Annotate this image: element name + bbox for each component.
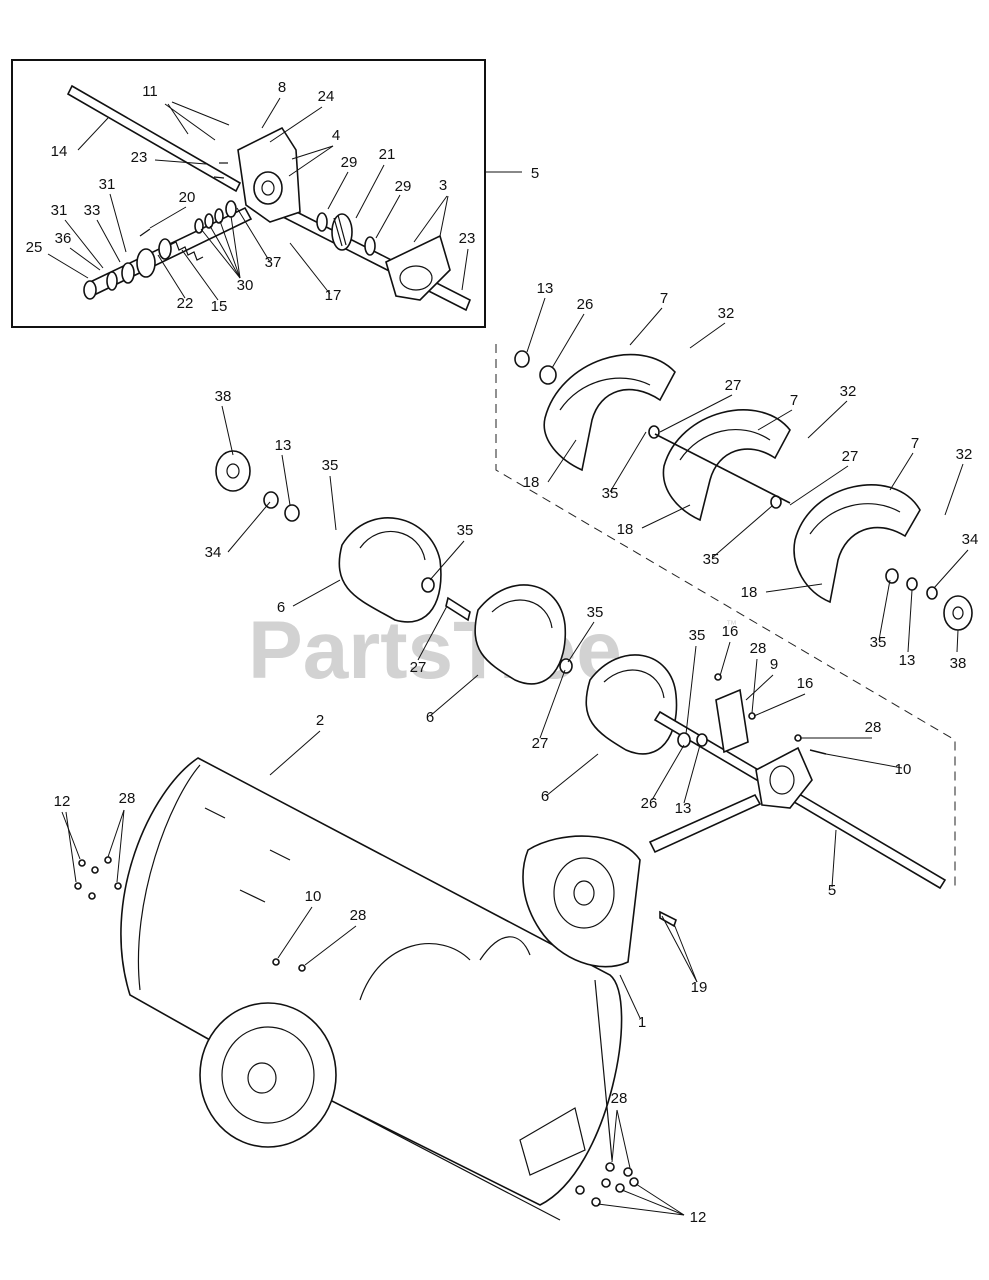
- callout-number: 35: [322, 457, 339, 474]
- callout-number: 10: [305, 888, 322, 905]
- callout-number: 13: [537, 280, 554, 297]
- callout-number: 36: [55, 230, 72, 247]
- callout-number: 10: [895, 761, 912, 778]
- callout-number: 18: [617, 521, 634, 538]
- callout-number: 33: [84, 202, 101, 219]
- callout-number: 15: [211, 298, 228, 315]
- callout-number: 32: [840, 383, 857, 400]
- callout-number: 28: [865, 719, 882, 736]
- callout-number: 28: [350, 907, 367, 924]
- callout-number: 32: [956, 446, 973, 463]
- callout-number: 28: [750, 640, 767, 657]
- callout-number: 1: [638, 1014, 646, 1031]
- callout-number: 7: [911, 435, 919, 452]
- callout-number: 27: [842, 448, 859, 465]
- callout-number: 31: [99, 176, 116, 193]
- callout-number: 28: [119, 790, 136, 807]
- callout-number: 2: [316, 712, 324, 729]
- callout-number: 32: [718, 305, 735, 322]
- callout-number: 27: [410, 659, 427, 676]
- callout-number: 25: [26, 239, 43, 256]
- assembly-boundary-line: [495, 344, 956, 890]
- callout-number: 27: [532, 735, 549, 752]
- callout-number: 23: [459, 230, 476, 247]
- callout-number: 28: [611, 1090, 628, 1107]
- callout-number: 19: [691, 979, 708, 996]
- callout-number: 35: [703, 551, 720, 568]
- callout-number: 26: [641, 795, 658, 812]
- inset-leader-lines: [47, 97, 469, 301]
- callout-number: 38: [950, 655, 967, 672]
- callout-number: 13: [275, 437, 292, 454]
- callout-number: 16: [797, 675, 814, 692]
- callout-number: 4: [332, 127, 340, 144]
- callout-number: 34: [205, 544, 222, 561]
- callout-number: 35: [602, 485, 619, 502]
- callout-number: 3: [439, 177, 447, 194]
- callout-number: 6: [277, 599, 285, 616]
- watermark-tm: ™: [726, 619, 737, 631]
- callout-number: 6: [426, 709, 434, 726]
- callout-number: 14: [51, 143, 68, 160]
- callout-number: 38: [215, 388, 232, 405]
- callout-number: 9: [770, 656, 778, 673]
- callout-number: 18: [741, 584, 758, 601]
- impeller-group-left: [215, 450, 678, 755]
- callout-number: 12: [690, 1209, 707, 1226]
- watermark: PartsTree: [248, 605, 622, 696]
- callout-number: 18: [523, 474, 540, 491]
- impeller-group-right: [514, 350, 973, 631]
- callout-number: 13: [899, 652, 916, 669]
- callout-number: 29: [341, 154, 358, 171]
- callout-number: 24: [318, 88, 335, 105]
- callout-number: 22: [177, 295, 194, 312]
- callout-number: 13: [675, 800, 692, 817]
- callout-number: 8: [278, 79, 286, 96]
- callout-number: 17: [325, 287, 342, 304]
- callout-number: 5: [531, 165, 539, 182]
- inset-gearbox-detail: [11, 59, 522, 328]
- callout-number: 5: [828, 882, 836, 899]
- callout-number: 6: [541, 788, 549, 805]
- callout-number: 7: [660, 290, 668, 307]
- callout-number: 26: [577, 296, 594, 313]
- lower-gearbox-shaft: [648, 673, 947, 890]
- callout-number: 30: [237, 277, 254, 294]
- callout-number: 35: [870, 634, 887, 651]
- callout-number: 35: [587, 604, 604, 621]
- callout-number: 35: [689, 627, 706, 644]
- callout-number: 7: [790, 392, 798, 409]
- main-leader-lines: [61, 297, 969, 1216]
- callout-number: 37: [265, 254, 282, 271]
- callout-number: 27: [725, 377, 742, 394]
- callout-number: 23: [131, 149, 148, 166]
- callout-number: 29: [395, 178, 412, 195]
- callout-number: 11: [142, 83, 158, 100]
- callout-number: 16: [722, 623, 739, 640]
- callout-number: 35: [457, 522, 474, 539]
- callout-number: 21: [379, 146, 396, 163]
- callout-number: 34: [962, 531, 979, 548]
- callout-number: 20: [179, 189, 196, 206]
- auger-housing: [74, 757, 677, 1221]
- callout-number: 12: [54, 793, 71, 810]
- callout-number: 31: [51, 202, 68, 219]
